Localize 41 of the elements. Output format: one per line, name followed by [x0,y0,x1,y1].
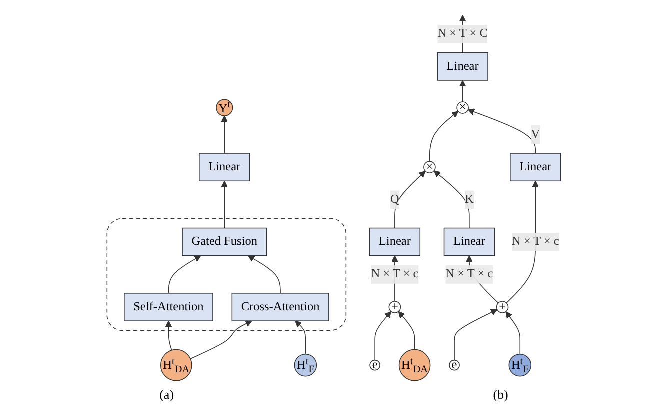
arrow [168,256,202,294]
arrow [221,180,228,229]
arrow [468,108,536,154]
node-circle: × [456,102,469,114]
node-circle: e [449,360,460,371]
node-circle: × [424,161,436,174]
arrow [398,311,416,350]
arrow [248,256,281,294]
node-box: Linear [369,228,421,256]
arrow [221,116,228,154]
node-box: Linear [437,52,488,81]
edge-label: N × T × C [438,27,488,40]
node-box: Linear [510,153,562,182]
arrow [506,312,521,355]
arrow [190,320,252,360]
node-box: Linear [444,228,496,256]
node-box: Self-Attention [124,293,214,322]
node-circle: + [496,301,509,314]
panel-caption: (a) [160,387,174,404]
arrow [295,320,306,355]
node-box: Linear [199,153,250,182]
node-box: Cross-Attention [232,293,330,322]
arrow [394,170,426,229]
arrow [165,320,172,351]
edge-label: Q [390,193,400,206]
edge-label: N × T × c [371,268,419,281]
edge-label: N × T × c [512,235,560,248]
arrow [429,111,459,162]
edge-label: K [465,193,474,206]
node-circle: + [388,301,402,314]
node-box: Gated Fusion [182,228,268,256]
arrow [434,170,470,229]
edge-label: N × T × c [446,268,494,281]
panel-caption: (b) [493,387,508,404]
edge-label: V [531,128,540,141]
arrow [374,311,392,361]
node-circle: e [370,360,380,371]
arrow [454,309,498,361]
cluster [106,218,347,332]
node-circle: Y$^{t}$ [216,99,234,116]
arrow [459,80,466,102]
